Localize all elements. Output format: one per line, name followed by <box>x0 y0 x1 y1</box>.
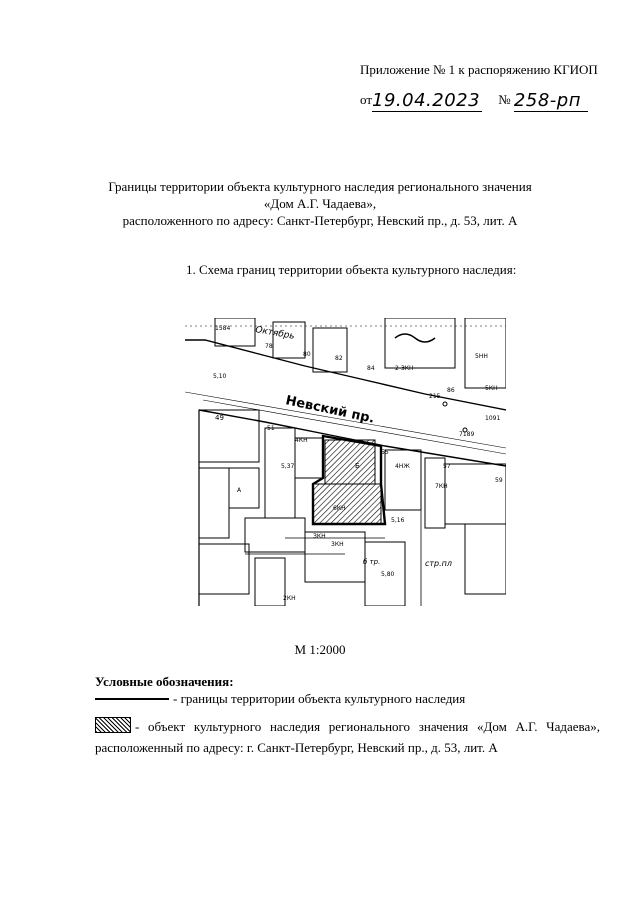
order-date: 19.04.2023 <box>372 90 483 112</box>
order-number: 258-рп <box>513 90 588 112</box>
label-7189: 7189 <box>459 431 474 438</box>
label-7kn: 7КН <box>435 483 448 490</box>
label-a: А <box>237 487 242 494</box>
label-zkn: ЗКН <box>313 533 326 540</box>
label-59: 59 <box>495 477 503 484</box>
label-6kn: 6КН <box>333 505 346 512</box>
label-5nn: 5НН <box>475 353 488 360</box>
mark-510: 5,10 <box>213 373 227 380</box>
label-84: 84 <box>367 365 375 372</box>
label-82: 82 <box>335 355 343 362</box>
label-55: 55 <box>381 449 389 456</box>
label-4kn: 4КН <box>295 437 308 444</box>
label-86: 86 <box>447 387 455 394</box>
title-line-1: Границы территории объекта культурного н… <box>108 179 532 194</box>
label-49: 49 <box>215 414 224 422</box>
from-label: от <box>360 92 373 107</box>
label-215: 215 <box>429 393 441 400</box>
label-1584: 1584 <box>215 325 230 332</box>
title-line-2: «Дом А.Г. Чадаева», <box>263 196 377 211</box>
mark-537: 5,37 <box>281 463 295 470</box>
label-2-3kn: 2-3КН <box>395 365 414 372</box>
boundary-map: Невский пр. Октябрь 1584 78 80 82 84 86 … <box>185 318 506 606</box>
label-57: 57 <box>443 463 451 470</box>
document-title: Границы территории объекта культурного н… <box>60 178 580 229</box>
mark-516: 5,16 <box>391 517 405 524</box>
legend-item-object: - объект культурного наследия региональн… <box>95 716 600 758</box>
label-51: 51 <box>267 425 275 432</box>
label-2kn: 2КН <box>283 595 296 602</box>
label-str-pl: стр.пл <box>425 559 452 568</box>
label-80: 80 <box>303 351 311 358</box>
appendix-title: Приложение № 1 к распоряжению КГИОП <box>360 62 598 77</box>
map-drawing: Невский пр. Октябрь 1584 78 80 82 84 86 … <box>185 318 506 606</box>
legend-item-boundary: - границы территории объекта культурного… <box>95 691 465 707</box>
legend-object-text: - объект культурного наследия региональн… <box>95 719 600 755</box>
hatched-object-symbol <box>95 717 131 733</box>
label-5kn: 5КН <box>485 385 498 392</box>
label-1091: 1091 <box>485 415 500 422</box>
label-3kn: 3КН <box>331 541 344 548</box>
legend-heading: Условные обозначения: <box>95 674 234 689</box>
section-title: 1. Схема границ территории объекта культ… <box>186 262 517 277</box>
label-78: 78 <box>265 343 273 350</box>
number-label: № <box>498 92 511 107</box>
legend-boundary-text: - границы территории объекта культурного… <box>173 691 466 706</box>
label-b-tr: б тр. <box>363 558 380 566</box>
label-b: Б <box>355 462 360 470</box>
label-4nzh: 4НЖ <box>395 463 410 470</box>
map-scale: М 1:2000 <box>294 642 346 657</box>
title-line-3: расположенного по адресу: Санкт-Петербур… <box>122 213 518 228</box>
mark-580: 5,80 <box>381 571 395 578</box>
order-line: от19.04.2023 № 258-рп <box>360 88 588 112</box>
boundary-line-symbol <box>95 698 169 700</box>
